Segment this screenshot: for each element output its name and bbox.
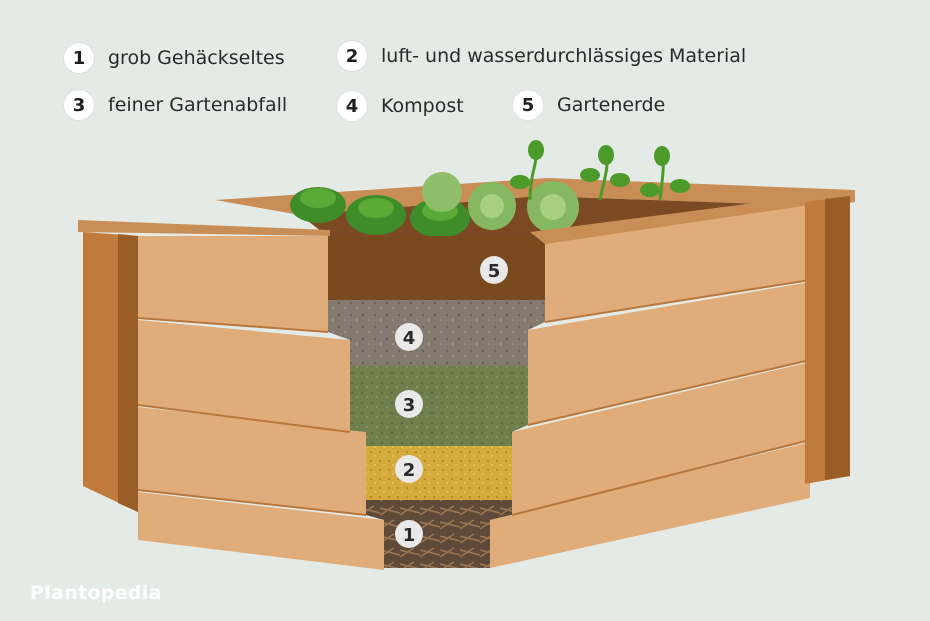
legend-number-1: 1 xyxy=(64,43,94,73)
legend-number-5: 5 xyxy=(513,90,543,120)
layer-badge-1: 1 xyxy=(403,525,416,546)
legend-label-1: grob Gehäckseltes xyxy=(108,47,285,69)
legend-number-3: 3 xyxy=(64,90,94,120)
soil-layers xyxy=(328,236,545,568)
legend-label-3: feiner Gartenabfall xyxy=(108,94,288,116)
fern-plant-left xyxy=(290,187,346,223)
legend-number-4: 4 xyxy=(337,91,367,121)
brand-watermark: Plantopedia xyxy=(30,582,162,604)
legend-label-4: Kompost xyxy=(381,95,464,117)
legend-item-4: 4 Kompost xyxy=(337,90,464,122)
bean-vines xyxy=(510,140,690,201)
layer-1-coarse-chippings xyxy=(366,500,512,568)
legend-item-2: 2 luft- und wasserdurchlässiges Material xyxy=(337,40,746,72)
layer-2-permeable-material xyxy=(366,446,512,500)
layer-4-compost xyxy=(328,300,545,366)
layer-badge-5: 5 xyxy=(488,261,501,282)
layer-5-garden-soil xyxy=(328,236,545,300)
legend-label-2: luft- und wasserdurchlässiges Material xyxy=(381,45,747,67)
bed-left-wall xyxy=(78,220,384,570)
legend-number-2: 2 xyxy=(337,41,367,71)
layer-badge-3: 3 xyxy=(403,395,416,416)
legend: 1 grob Gehäckseltes 2 luft- und wasserdu… xyxy=(64,40,864,130)
layer-badge-4: 4 xyxy=(403,328,416,349)
legend-item-3: 3 feiner Gartenabfall xyxy=(64,89,287,121)
lettuce-plants xyxy=(422,172,579,233)
layer-badge-2: 2 xyxy=(403,460,416,481)
bed-right-wall xyxy=(490,190,855,568)
layer-3-fine-garden-waste xyxy=(350,366,528,446)
layer-badges: 5 4 3 2 1 xyxy=(395,256,508,548)
legend-item-5: 5 Gartenerde xyxy=(513,89,665,121)
legend-label-5: Gartenerde xyxy=(557,94,666,116)
legend-item-1: 1 grob Gehäckseltes xyxy=(64,42,285,74)
